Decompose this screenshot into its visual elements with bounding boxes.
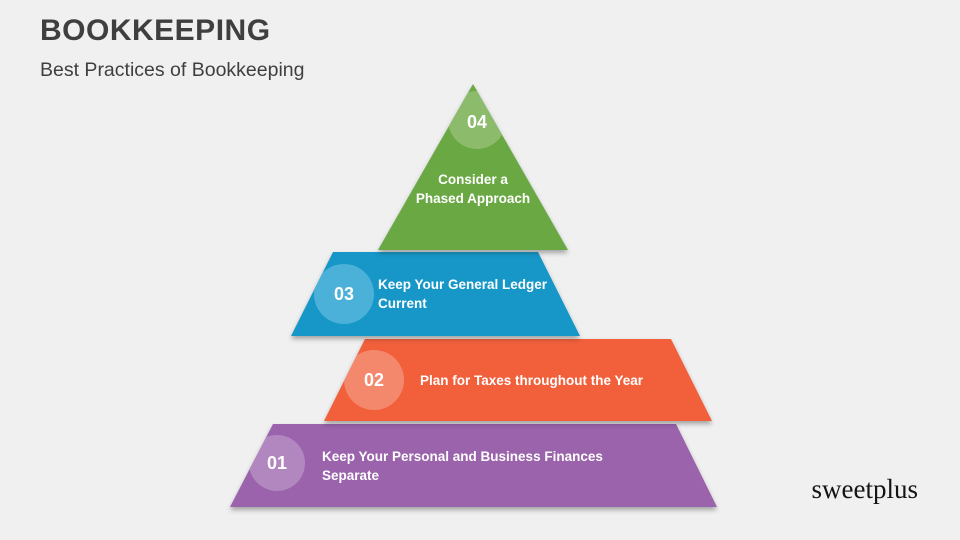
level-2-number: 02 bbox=[363, 369, 385, 390]
pyramid-level-1: 01 Keep Your Personal and Business Finan… bbox=[230, 424, 717, 507]
level-3-badge: 03 bbox=[314, 264, 374, 324]
level-4-number: 04 bbox=[466, 111, 488, 132]
pyramid-level-1-shape: 01 Keep Your Personal and Business Finan… bbox=[230, 424, 717, 507]
level-1-number: 01 bbox=[266, 452, 288, 473]
level-3-number: 03 bbox=[333, 283, 355, 304]
pyramid-level-2: 02 Plan for Taxes throughout the Year bbox=[324, 339, 712, 421]
pyramid-level-3: 03 Keep Your General Ledger Current bbox=[291, 252, 580, 336]
level-1-badge: 01 bbox=[249, 435, 305, 491]
page-title: BOOKKEEPING bbox=[40, 14, 271, 47]
sweetplus-logo: sweetplus bbox=[811, 474, 918, 504]
level-2-badge: 02 bbox=[344, 350, 404, 410]
pyramid-level-4: 04 Consider a Phased Approach bbox=[370, 84, 576, 250]
pyramid-level-3-shape: 03 Keep Your General Ledger Current bbox=[291, 252, 580, 336]
level-1-label: Keep Your Personal and Business Finances… bbox=[322, 448, 603, 483]
level-2-label: Plan for Taxes throughout the Year bbox=[420, 372, 644, 388]
level-3-label: Keep Your General Ledger Current bbox=[378, 277, 548, 311]
level-4-badge: 04 bbox=[448, 91, 506, 149]
pyramid-level-2-shape: 02 Plan for Taxes throughout the Year bbox=[324, 339, 712, 421]
pyramid-level-4-shape: 04 Consider a Phased Approach bbox=[378, 84, 568, 250]
page-subtitle: Best Practices of Bookkeeping bbox=[40, 59, 305, 81]
level-4-label: Consider a Phased Approach bbox=[415, 172, 531, 206]
